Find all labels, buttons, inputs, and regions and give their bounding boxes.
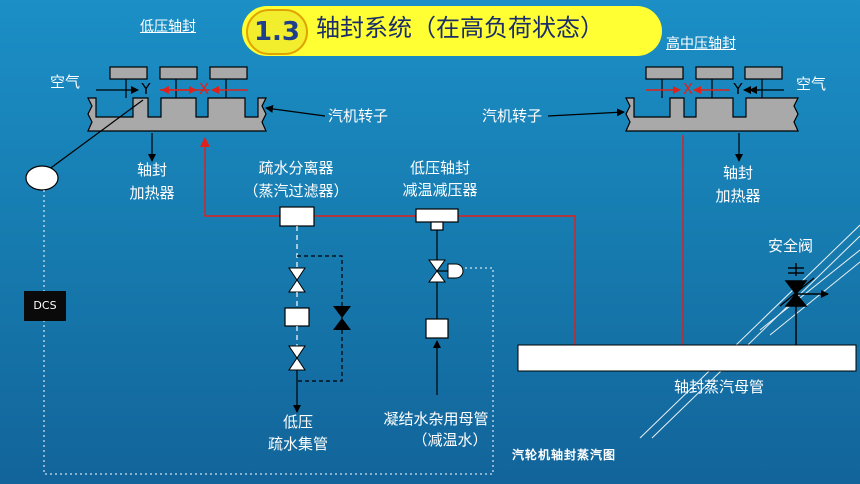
rotor-left-label: 汽机转子 [328, 107, 389, 125]
condensate-label-2: （减温水） [412, 431, 488, 449]
title-banner [242, 6, 662, 56]
desuperheater [415, 208, 459, 223]
desuperheater-label-2: 减温减压器 [402, 181, 478, 199]
drain-separator [279, 206, 315, 227]
safety-valve-symbol [779, 263, 829, 345]
steam-header-label: 轴封蒸汽母管 [674, 378, 765, 396]
steam-header-pipe [517, 344, 857, 372]
sensor-circle [25, 165, 59, 191]
separator-label-2: （蒸汽过滤器） [243, 182, 349, 200]
diagram-caption: 汽轮机轴封蒸汽图 [512, 448, 617, 462]
left-y-mark: Y [140, 80, 151, 98]
air-right-label: 空气 [796, 75, 827, 93]
separator-label-1: 疏水分离器 [258, 159, 334, 177]
air-left-label: 空气 [50, 73, 81, 91]
red-steam-lines [204, 135, 684, 345]
right-x-mark: X [683, 80, 693, 98]
safety-valve-label: 安全阀 [768, 237, 814, 255]
drain-label-1: 低压 [282, 413, 313, 431]
condensate-label-1: 凝结水杂用母管 [383, 410, 489, 428]
decorative-diagonals [639, 224, 860, 439]
heater-left-label-1: 轴封 [136, 161, 167, 179]
dcs-box: DCS [24, 291, 66, 321]
rotor-right-label: 汽机转子 [482, 107, 543, 125]
desuperheater-label-1: 低压轴封 [409, 159, 470, 177]
right-y-mark: Y [732, 80, 743, 98]
page-title: 轴封系统（在高负荷状态） [316, 14, 604, 42]
section-number-badge: 1.3 [246, 9, 308, 55]
lp-seal-label: 低压轴封 [140, 19, 196, 35]
heater-right-label-2: 加热器 [715, 187, 761, 205]
hp-seal-label: 高中压轴封 [666, 36, 736, 52]
heater-right-label-1: 轴封 [722, 164, 753, 182]
drain-label-2: 疏水集管 [267, 435, 328, 453]
right-rotor: X Y [625, 66, 799, 132]
heater-left-label-2: 加热器 [129, 184, 175, 202]
left-rotor: Y X [87, 66, 267, 132]
left-x-mark: X [199, 80, 209, 98]
